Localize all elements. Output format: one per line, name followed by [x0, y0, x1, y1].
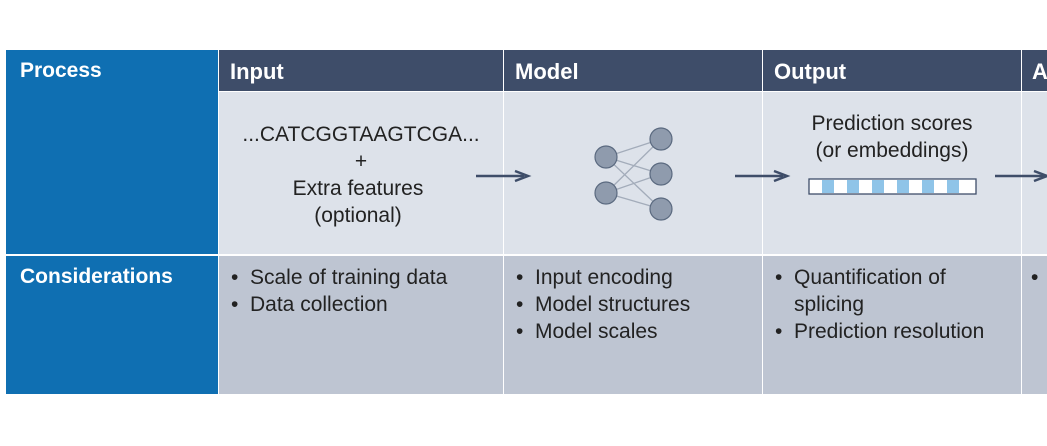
model-considerations-list: Input encoding Model structures Model sc… — [513, 264, 758, 345]
header-partial: A — [1022, 50, 1047, 91]
list-item: Quantification of splicing — [772, 264, 990, 318]
arrow-right-icon — [476, 169, 532, 183]
neural-network-icon — [594, 127, 673, 221]
plus-sign: + — [354, 150, 368, 173]
header-model: Model — [504, 50, 762, 91]
arrow-right-icon — [735, 169, 791, 183]
considerations-label: Considerations — [20, 265, 173, 288]
process-label: Process — [20, 59, 102, 82]
output-considerations-list: Quantification of splicing Prediction re… — [772, 264, 990, 345]
considerations-row-label: Considerations — [6, 256, 218, 394]
list-item: Input encoding — [513, 264, 758, 291]
output-process-text: Prediction scores (or embeddings) — [763, 110, 1021, 164]
process-partial-cell — [1022, 92, 1047, 254]
process-model-cell — [504, 92, 762, 254]
extra-features-text: Extra features — [292, 177, 424, 200]
list-item: Scale of training data — [228, 264, 498, 291]
embeddings-text: (or embeddings) — [815, 139, 969, 162]
arrow-right-icon — [995, 169, 1047, 183]
header-output: Output — [763, 50, 1021, 91]
input-considerations-list: Scale of training data Data collection — [228, 264, 498, 318]
list-item: Prediction resolution — [772, 318, 990, 345]
list-item: Model scales — [513, 318, 758, 345]
list-item: Data collection — [228, 291, 498, 318]
process-output-cell — [763, 92, 1021, 254]
header-input: Input — [219, 50, 503, 91]
striped-bar-icon — [808, 178, 977, 195]
sequence-text: ...CATCGGTAAGTCGA... — [242, 123, 480, 146]
process-input-cell — [219, 92, 503, 254]
optional-text: (optional) — [314, 204, 402, 227]
prediction-scores-text: Prediction scores — [811, 112, 973, 135]
header-output-label: Output — [774, 59, 847, 84]
header-model-label: Model — [515, 59, 579, 84]
list-item: Model structures — [513, 291, 758, 318]
header-partial-label: A — [1032, 59, 1047, 84]
input-process-text: ...CATCGGTAAGTCGA... + Extra features (o… — [219, 121, 503, 229]
process-row-label: Process — [6, 50, 218, 254]
header-input-label: Input — [230, 59, 284, 84]
